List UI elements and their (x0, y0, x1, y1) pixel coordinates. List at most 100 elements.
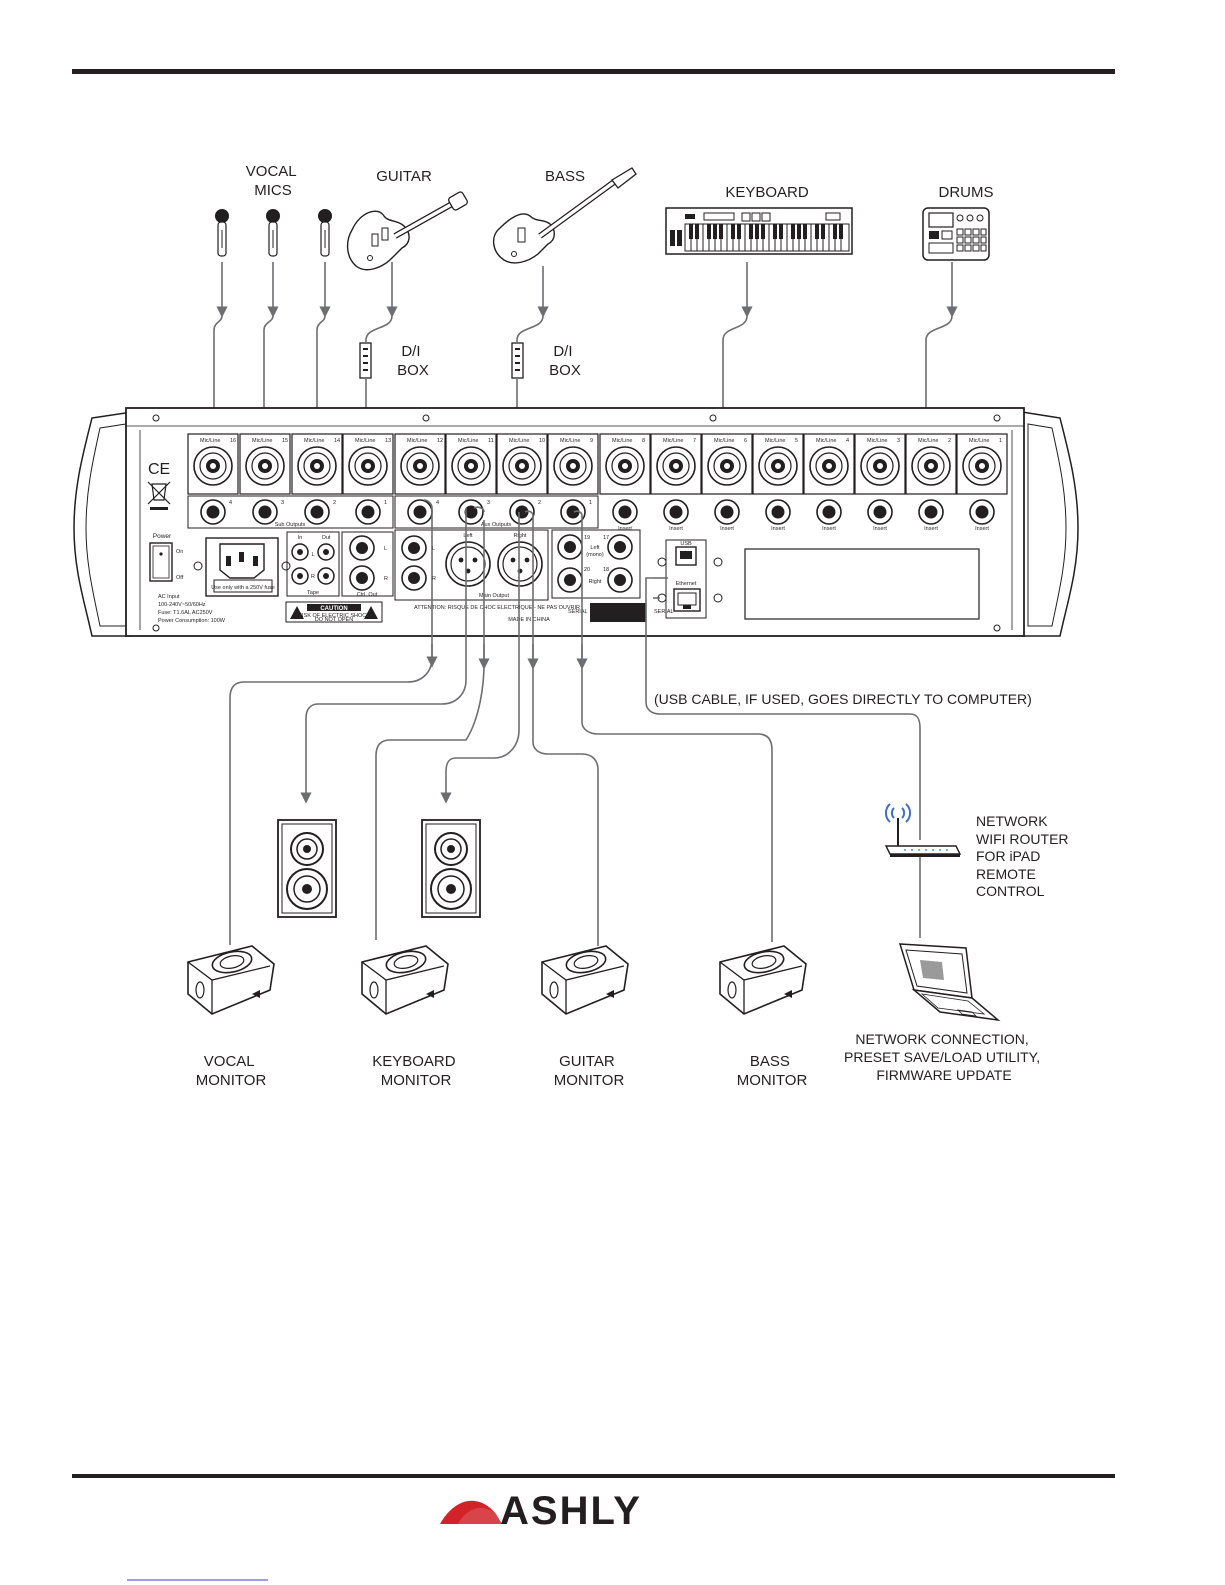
svg-text:RISK OF ELECTRIC SHOCK: RISK OF ELECTRIC SHOCK (298, 613, 370, 619)
serial-label: SERIAL (568, 609, 588, 615)
svg-text:Aux Outputs: Aux Outputs (481, 522, 512, 528)
svg-text:Insert: Insert (975, 526, 989, 532)
fuse-spec: Fuse: T1.6AL AC250V (158, 610, 213, 616)
svg-text:Insert: Insert (618, 526, 632, 532)
ce-mark: CE (148, 461, 170, 478)
tape-io: In Out L R Tape (286, 531, 340, 597)
vocal-mics-label: VOCAL MICS (246, 163, 300, 199)
serial-plate (590, 603, 646, 622)
svg-text:2: 2 (948, 438, 951, 444)
extra-outputs: 19 17 20 18 Left (mono) Right (551, 529, 641, 599)
svg-text:On: On (176, 549, 183, 555)
svg-text:Off: Off (176, 575, 184, 581)
keyboard-monitor-line: KEYBOARD (372, 1053, 456, 1070)
router-label-line: WIFI ROUTER (976, 831, 1069, 847)
channel-input-13: Mic/Line 13 (342, 433, 394, 495)
svg-text:ASHLY: ASHLY (500, 1489, 642, 1533)
computer-label-line: PRESET SAVE/LOAD UTILITY, (844, 1049, 1040, 1065)
guitar-monitor-label: GUITAR MONITOR (554, 1053, 625, 1089)
channel-input-2: Mic/Line 2 (905, 433, 957, 495)
svg-text:11: 11 (488, 438, 494, 444)
floor-monitor-icon (187, 945, 275, 1015)
channel-input-16: Mic/Line 16 (187, 433, 239, 495)
bass-monitor-line: MONITOR (737, 1072, 808, 1089)
svg-text:2: 2 (538, 500, 541, 506)
svg-text:Mic/Line: Mic/Line (509, 438, 529, 444)
electric-guitar-icon (346, 191, 468, 271)
channel-input-12: Mic/Line 12 (394, 433, 446, 495)
svg-text:Right: Right (514, 533, 527, 539)
svg-text:3: 3 (281, 500, 284, 506)
svg-text:Insert: Insert (822, 526, 836, 532)
svg-text:In: In (298, 535, 303, 541)
svg-text:Sub Outputs: Sub Outputs (275, 522, 306, 528)
floor-monitor-icon (719, 945, 807, 1015)
svg-text:Insert: Insert (720, 526, 734, 532)
svg-text:Ethernet: Ethernet (676, 581, 697, 587)
channel-input-7: Mic/Line 7 (650, 433, 702, 495)
svg-text:L: L (384, 546, 387, 552)
power-label: Power (153, 533, 172, 540)
keyboard-label: KEYBOARD (725, 184, 809, 201)
svg-text:6: 6 (744, 438, 747, 444)
router-label-line: NETWORK (976, 813, 1048, 829)
main-output-section: L R Left Right Main Output (394, 529, 549, 601)
svg-text:Mic/Line: Mic/Line (969, 438, 989, 444)
svg-text:Mic/Line: Mic/Line (304, 438, 324, 444)
svg-text:10: 10 (539, 438, 545, 444)
svg-text:13: 13 (385, 438, 391, 444)
svg-text:Mic/Line: Mic/Line (816, 438, 836, 444)
svg-text:15: 15 (282, 438, 288, 444)
vocal-monitor-label: VOCAL MONITOR (196, 1053, 267, 1089)
svg-text:Left: Left (463, 533, 473, 539)
svg-text:Mic/Line: Mic/Line (458, 438, 478, 444)
ac-input-label: AC Input (158, 594, 180, 600)
usb-note: (USB CABLE, IF USED, GOES DIRECTLY TO CO… (654, 691, 1032, 707)
svg-text:Out: Out (322, 535, 331, 541)
bass-monitor-label: BASS MONITOR (737, 1053, 808, 1089)
svg-text:Insert: Insert (669, 526, 683, 532)
wifi-router-icon (884, 803, 962, 857)
bass-guitar-icon (493, 167, 637, 264)
studio-speaker-icon (421, 819, 481, 918)
bottom-rule (72, 1474, 1115, 1478)
router-label-line: CONTROL (976, 883, 1045, 899)
keyboard-monitor-label: KEYBOARD MONITOR (372, 1053, 460, 1089)
microphone-icon (266, 209, 280, 257)
svg-text:Mic/Line: Mic/Line (252, 438, 272, 444)
channel-input-11: Mic/Line 11 (445, 433, 497, 495)
svg-text:1: 1 (384, 500, 387, 506)
svg-text:Insert: Insert (771, 526, 785, 532)
svg-text:Left: Left (590, 545, 600, 551)
guitar-label: GUITAR (376, 168, 432, 185)
svg-text:8: 8 (642, 438, 645, 444)
power-consumption: Power Consumption: 100W (158, 618, 226, 624)
vocal-mics-line-2: MICS (254, 182, 292, 199)
output-jack-row: Sub Outputs 4 3 2 1 Aux Outputs 4 3 2 (187, 495, 995, 532)
guitar-monitor-line: GUITAR (559, 1053, 615, 1070)
router-label: NETWORK WIFI ROUTER FOR iPAD REMOTE CONT… (976, 813, 1072, 899)
svg-text:Mic/Line: Mic/Line (200, 438, 220, 444)
bass-monitor-line: BASS (750, 1053, 790, 1070)
svg-text:DO NOT OPEN: DO NOT OPEN (315, 617, 353, 623)
svg-text:16: 16 (230, 438, 236, 444)
svg-text:18: 18 (603, 567, 609, 573)
svg-text:1: 1 (999, 438, 1002, 444)
ac-spec: 100-240V~50/60Hz (158, 602, 206, 608)
svg-text:R: R (432, 576, 436, 582)
svg-text:Mic/Line: Mic/Line (612, 438, 632, 444)
svg-text:Use only with a 250V fuse: Use only with a 250V fuse (211, 585, 275, 591)
svg-text:Mic/Line: Mic/Line (663, 438, 683, 444)
di-box-label: D/I BOX (397, 343, 429, 379)
router-label-line: REMOTE (976, 866, 1036, 882)
drums-label: DRUMS (939, 184, 994, 201)
svg-text:R: R (384, 576, 388, 582)
svg-text:3: 3 (897, 438, 900, 444)
floor-monitor-icon (361, 945, 449, 1015)
guitar-monitor-line: MONITOR (554, 1072, 625, 1089)
channel-input-5: Mic/Line 5 (752, 433, 804, 495)
svg-text:L: L (432, 546, 435, 552)
svg-text:Ctrl. Out: Ctrl. Out (357, 592, 378, 598)
attention-label: ATTENTION: RISQUE DE CHOC ELECTRIQUE - N… (414, 605, 580, 611)
